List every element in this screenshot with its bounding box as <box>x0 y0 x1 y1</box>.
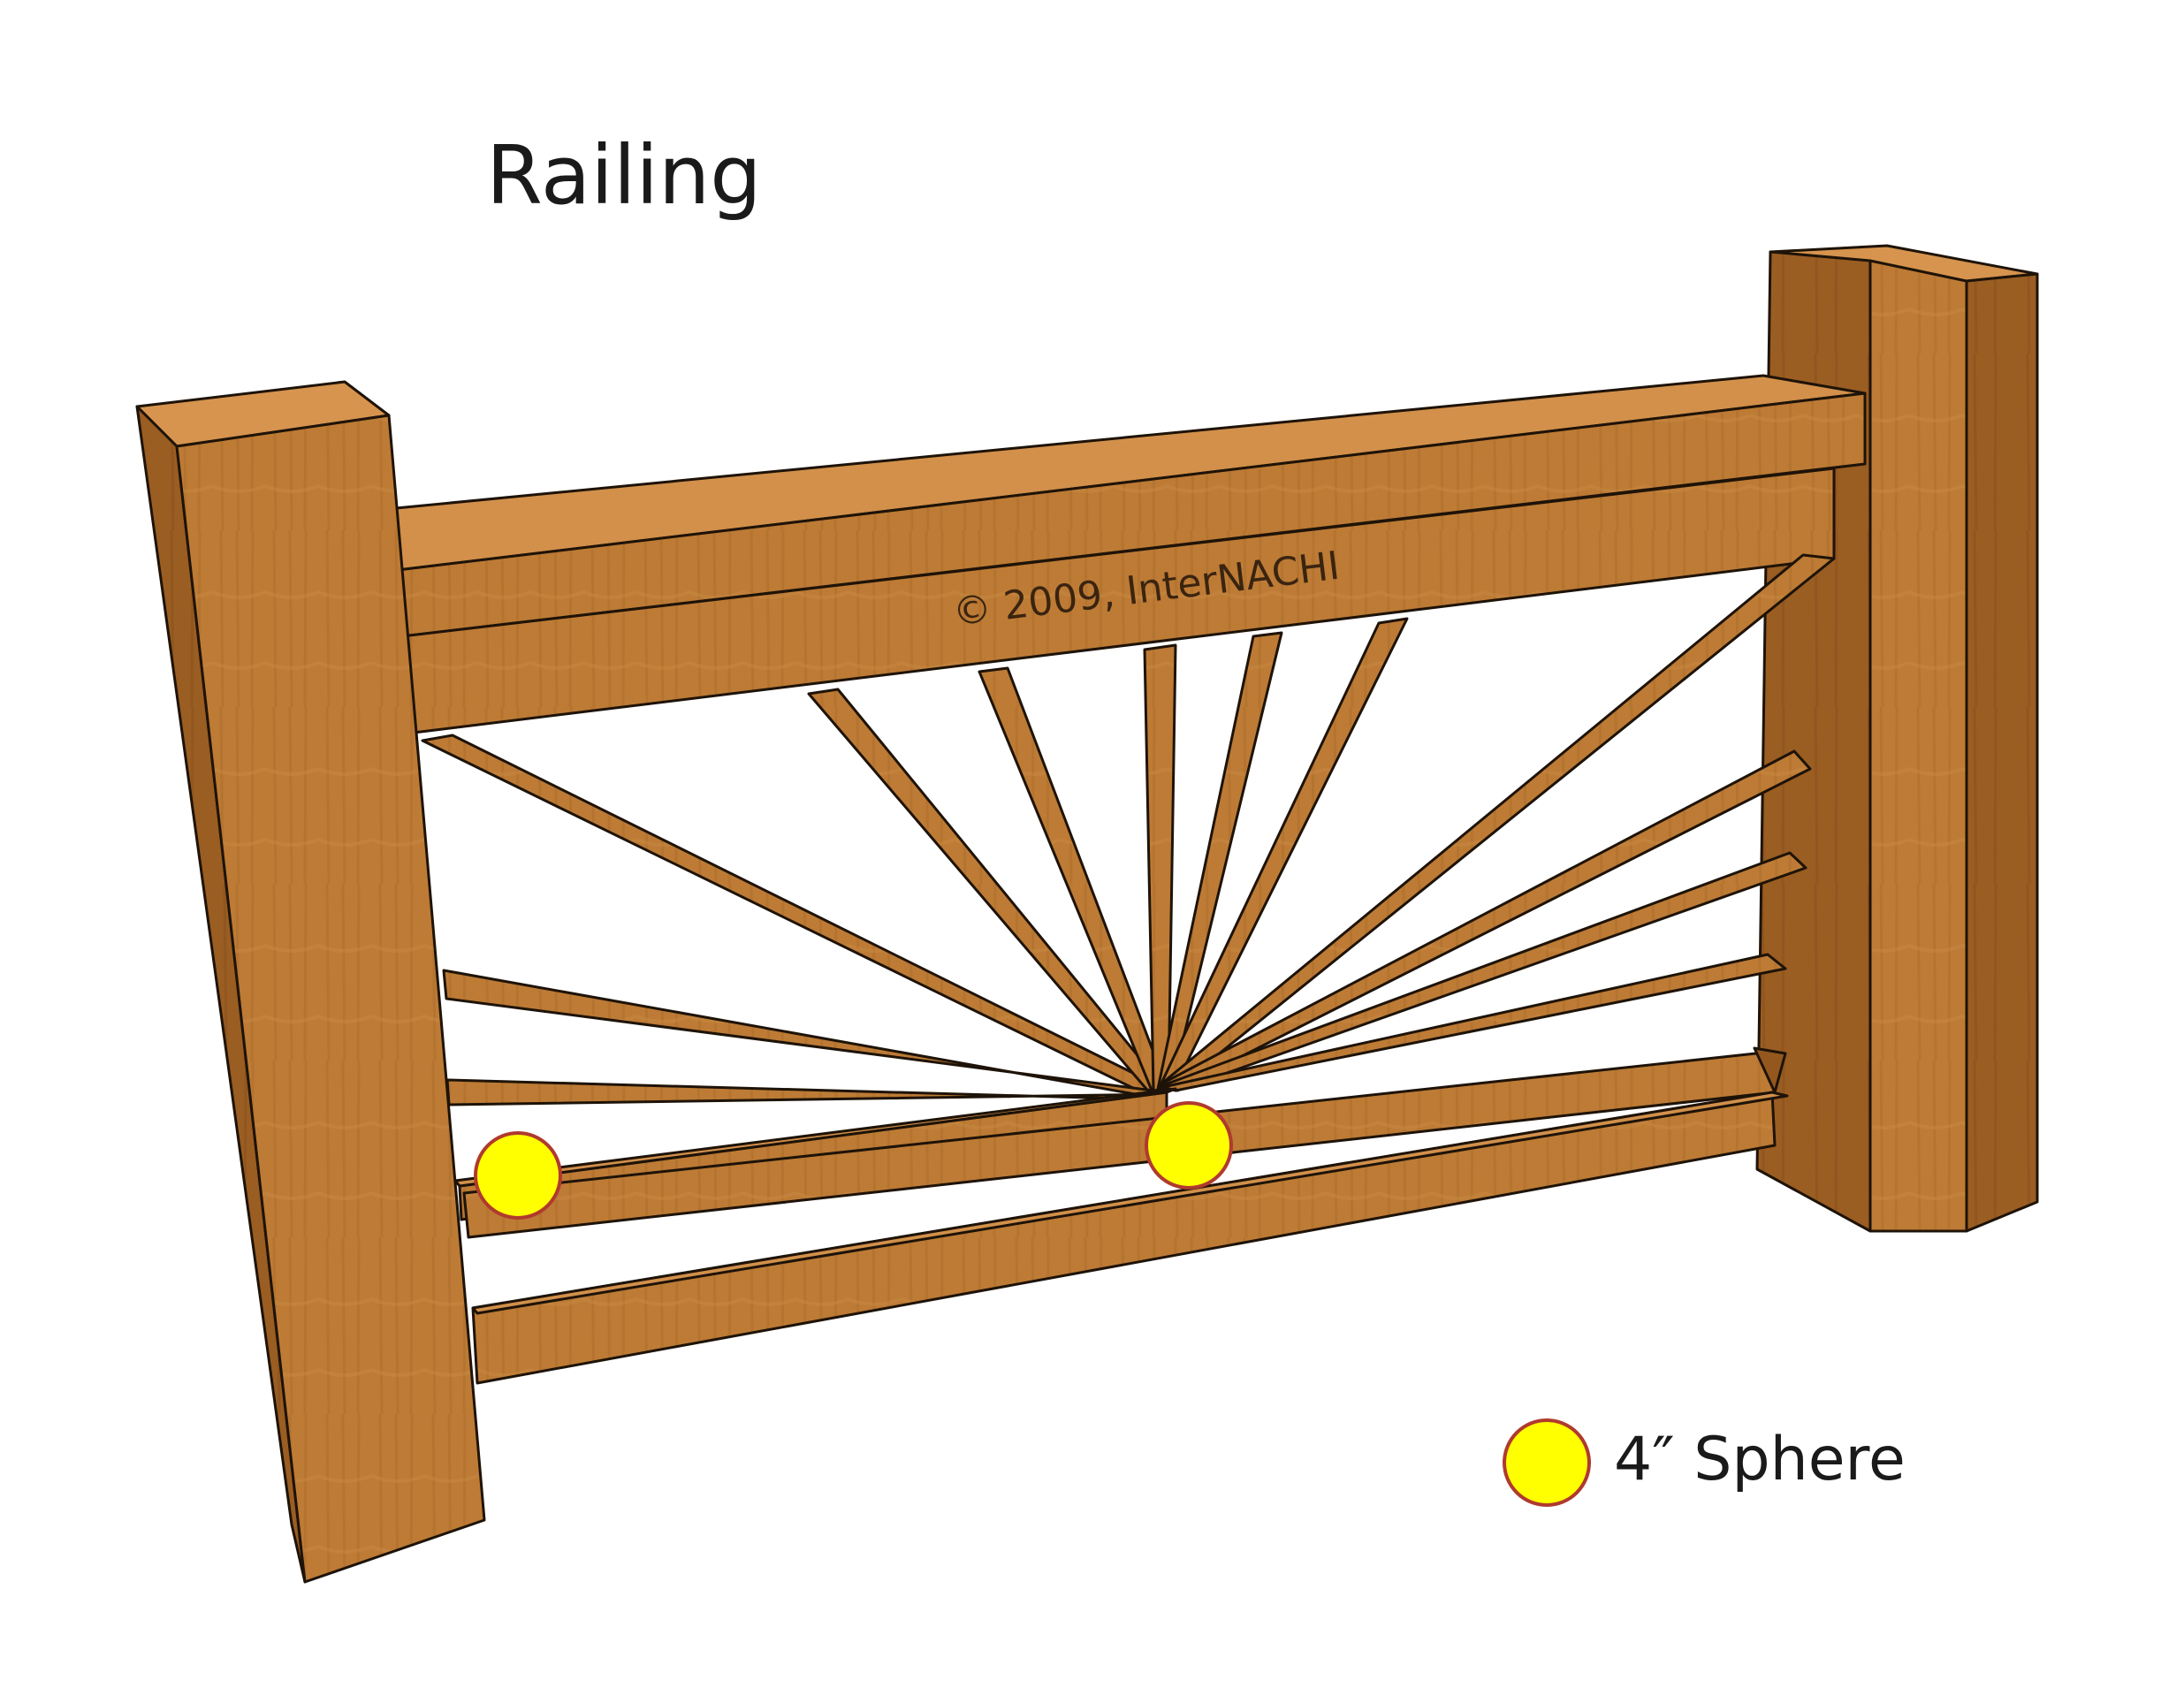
right-post-edge-face <box>1965 272 2039 1233</box>
spoke-2 <box>807 688 1167 1096</box>
diagram-title: Railing <box>486 128 762 223</box>
middle-lower-rail-top-face <box>453 1087 1177 1188</box>
spoke-11 <box>442 969 1168 1099</box>
spoke-12 <box>445 1078 1167 1106</box>
spoke-10 <box>1161 953 1787 1092</box>
spheres <box>474 1101 1591 1507</box>
spoke-3 <box>978 666 1168 1094</box>
right-post-front-face <box>1868 250 1968 1233</box>
legend-label: 4″ Sphere <box>1614 1425 1906 1494</box>
sphere-marker-center <box>1145 1101 1233 1190</box>
sphere-marker-left <box>474 1131 562 1220</box>
lower-rail-end-face <box>1753 1046 1787 1094</box>
legend-sphere-marker <box>1503 1418 1591 1507</box>
bottom-rails <box>462 1046 1789 1385</box>
left-post <box>135 380 486 1584</box>
sunburst-spokes <box>421 553 1836 1106</box>
spoke-8 <box>1160 749 1812 1091</box>
bottom-rail-top-face <box>471 1091 1789 1315</box>
spoke-5 <box>1156 631 1283 1091</box>
left-post-front-face <box>175 414 486 1584</box>
